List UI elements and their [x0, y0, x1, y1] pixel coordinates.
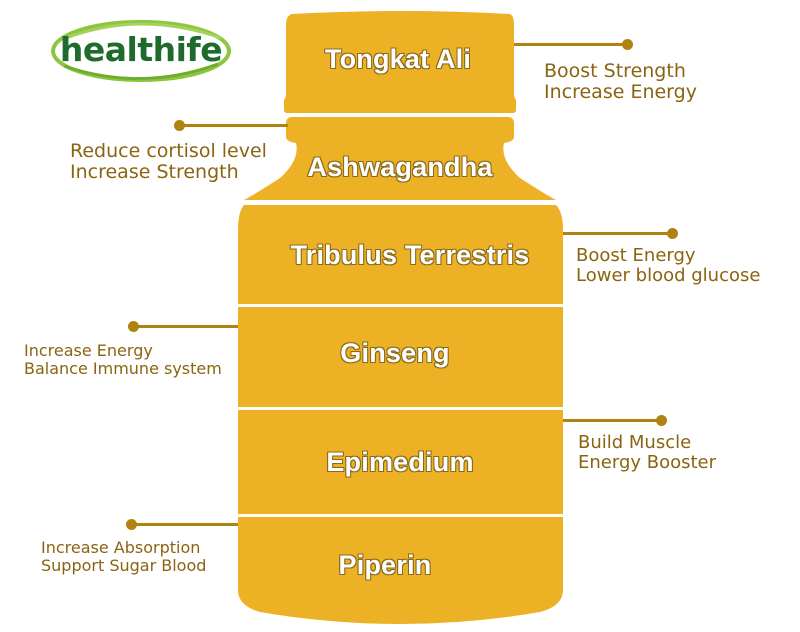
ingredient-label-ginseng: Ginseng	[340, 338, 450, 368]
connector-dot-icon	[622, 39, 633, 50]
benefit-note-piperin: Increase Absorption Support Sugar Blood	[41, 539, 206, 575]
benefit-line: Increase Energy	[24, 341, 153, 360]
benefit-note-epimedium: Build Muscle Energy Booster	[578, 432, 717, 474]
benefit-line: Energy Booster	[578, 452, 717, 474]
benefit-note-ashwagandha: Reduce cortisol level Increase Strength	[70, 140, 267, 184]
benefit-note-tongkat-ali: Boost Strength Increase Energy	[544, 60, 697, 104]
benefit-line: Lower blood glucose	[576, 265, 761, 287]
ingredient-label-epimedium: Epimedium	[326, 447, 474, 477]
ingredient-label-tongkat-ali: Tongkat Ali	[324, 44, 472, 74]
connector-dot-icon	[126, 519, 137, 530]
connector-line	[132, 523, 238, 526]
connector-line	[514, 43, 626, 46]
ingredient-label-ashwagandha: Ashwagandha	[307, 152, 493, 182]
logo-text: healthife	[59, 30, 223, 69]
bottle-body	[238, 205, 563, 624]
connector-line	[180, 124, 288, 127]
benefit-note-ginseng: Increase Energy Balance Immune system	[24, 342, 222, 378]
connector-line	[563, 419, 661, 422]
logo-ring-icon	[51, 20, 231, 82]
benefit-line: Balance Immune system	[24, 358, 222, 378]
connector-line	[563, 232, 673, 235]
benefit-line: Boost Strength	[544, 60, 686, 82]
benefit-line: Boost Energy	[576, 245, 696, 266]
brand-logo: healthife	[46, 16, 236, 86]
benefit-line: Increase Absorption	[41, 538, 201, 557]
benefit-line: Increase Energy	[544, 81, 697, 104]
benefit-line: Support Sugar Blood	[41, 555, 207, 575]
connector-dot-icon	[174, 120, 185, 131]
ingredient-label-piperin: Piperin	[338, 550, 432, 580]
bottle-cap	[284, 11, 516, 113]
benefit-line: Build Muscle	[578, 432, 692, 453]
benefit-line: Increase Strength	[70, 161, 239, 184]
benefit-line: Reduce cortisol level	[70, 140, 267, 162]
ingredient-label-tribulus-terrestris: Tribulus Terrestris	[290, 240, 530, 270]
connector-dot-icon	[656, 415, 667, 426]
bottle-neck	[244, 117, 556, 200]
benefit-note-tribulus: Boost Energy Lower blood glucose	[576, 245, 761, 287]
connector-dot-icon	[128, 321, 139, 332]
connector-dot-icon	[667, 228, 678, 239]
connector-line	[134, 325, 238, 328]
